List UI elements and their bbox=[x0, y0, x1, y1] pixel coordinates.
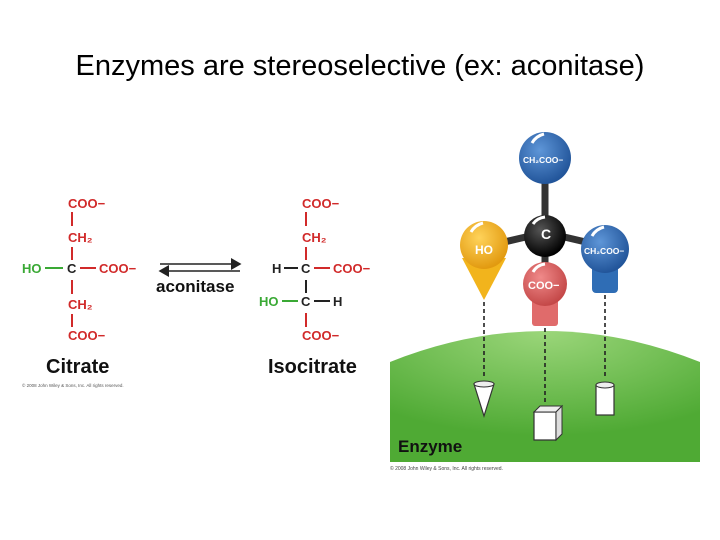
isocitrate-structure: COO− CH₂ H C COO− HO C H COO− Isocitrate bbox=[259, 196, 371, 378]
central-carbon-sphere bbox=[524, 215, 566, 257]
citrate-bottom-ch2: CH₂ bbox=[68, 297, 93, 312]
isocitrate-carbon-2: C bbox=[301, 294, 311, 309]
isocitrate-top-ch2: CH₂ bbox=[302, 230, 327, 245]
isocitrate-top-carboxylate: COO− bbox=[302, 196, 340, 211]
hydroxyl-cone bbox=[462, 258, 506, 300]
block-binding-site-side bbox=[555, 404, 563, 442]
right-group-sphere bbox=[581, 225, 629, 273]
slide-title: Enzymes are stereoselective (ex: aconita… bbox=[75, 50, 645, 82]
sphere-highlight bbox=[469, 221, 484, 233]
enzyme-surface bbox=[390, 331, 700, 462]
citrate-central-carbon: C bbox=[67, 261, 77, 276]
citrate-right-carboxylate: COO− bbox=[99, 261, 137, 276]
citrate-structure: COO− CH₂ HO C COO− CH₂ COO− Citrate © 20… bbox=[22, 196, 137, 388]
top-group-label: CH₂COO− bbox=[523, 155, 563, 165]
cylinder-binding-site bbox=[595, 384, 615, 416]
sphere-highlight bbox=[590, 225, 605, 237]
sphere-highlight bbox=[531, 215, 546, 225]
carboxylate-sphere bbox=[523, 262, 567, 306]
citrate-hydroxyl: HO bbox=[22, 261, 42, 276]
hydroxyl-sphere bbox=[460, 221, 508, 269]
isocitrate-hydroxyl: HO bbox=[259, 294, 279, 309]
citrate-top-carboxylate: COO− bbox=[68, 196, 106, 211]
central-carbon-label: C bbox=[541, 226, 551, 242]
isocitrate-label: Isocitrate bbox=[268, 356, 357, 378]
isocitrate-bottom-carboxylate: COO− bbox=[302, 328, 340, 343]
enzyme-binding-model: CH₂COO− C HO CH₂COO− COO− Enzyme bbox=[390, 132, 700, 472]
citrate-copyright: © 2008 John Wiley & Sons, Inc. All right… bbox=[22, 382, 124, 388]
citrate-bottom-carboxylate: COO− bbox=[68, 328, 106, 343]
isocitrate-carbon-1: C bbox=[301, 261, 311, 276]
equilibrium-arrows: aconitase bbox=[156, 258, 242, 296]
aconitase-label: aconitase bbox=[156, 277, 234, 296]
isocitrate-hydrogen-1: H bbox=[272, 261, 281, 276]
isocitrate-right-carboxylate: COO− bbox=[333, 261, 371, 276]
sphere-highlight bbox=[530, 132, 545, 144]
cylinder-binding-site-rim bbox=[595, 381, 615, 389]
carboxylate-label: COO− bbox=[528, 280, 559, 292]
sphere-highlight bbox=[531, 262, 546, 273]
hydroxyl-label: HO bbox=[475, 243, 493, 257]
citrate-label: Citrate bbox=[46, 356, 109, 378]
isocitrate-hydrogen-2: H bbox=[333, 294, 342, 309]
block-binding-site bbox=[533, 411, 557, 441]
cone-binding-site-rim bbox=[473, 380, 495, 388]
citrate-top-ch2: CH₂ bbox=[68, 230, 93, 245]
top-group-sphere bbox=[519, 132, 571, 184]
model-copyright: © 2008 John Wiley & Sons, Inc. All right… bbox=[390, 465, 503, 472]
enzyme-label: Enzyme bbox=[398, 437, 462, 456]
right-group-label: CH₂COO− bbox=[584, 246, 624, 256]
